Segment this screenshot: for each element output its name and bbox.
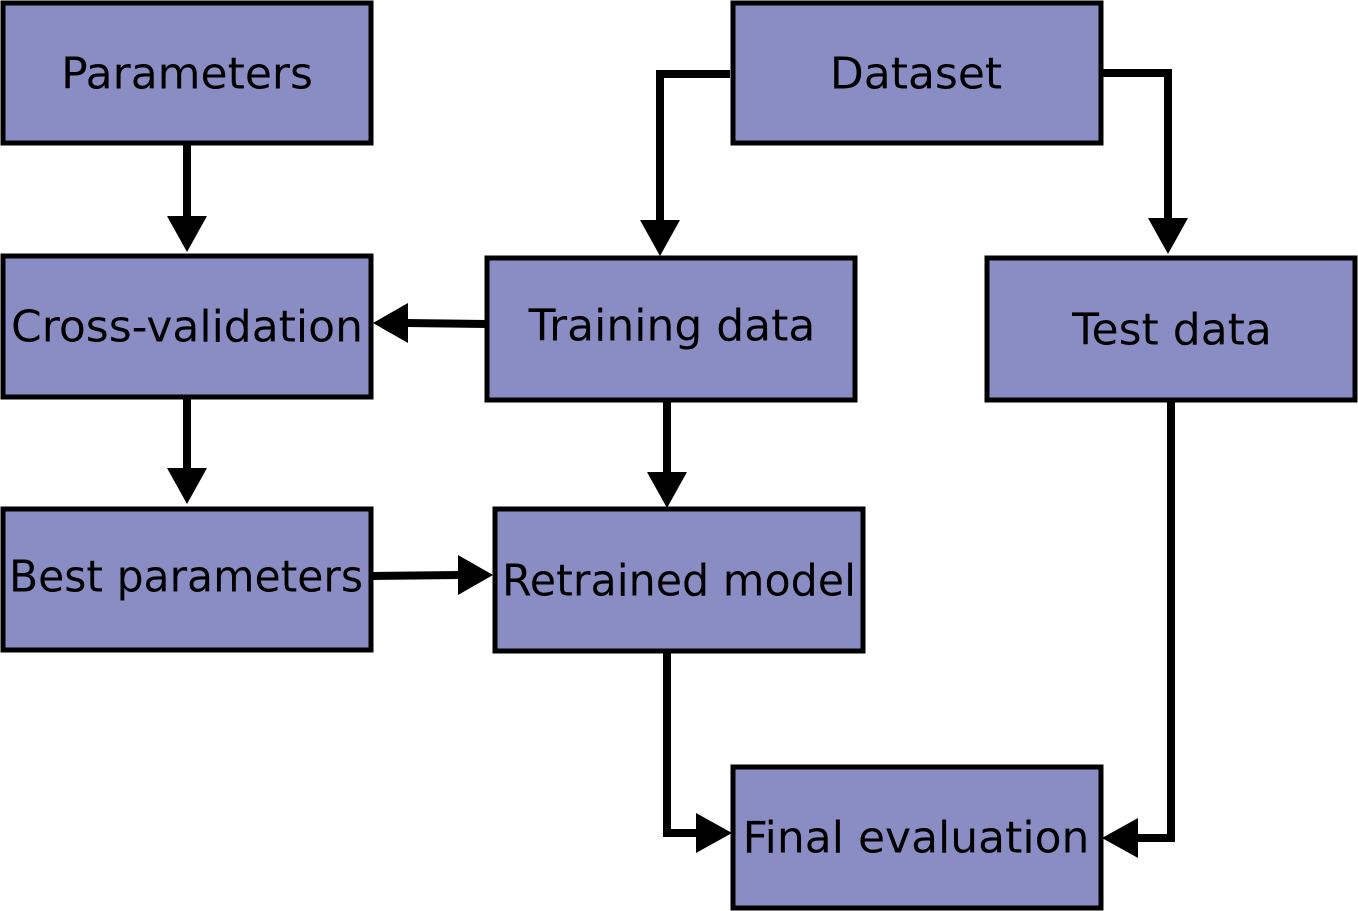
node-test-data-label: Test data — [1071, 305, 1272, 356]
edge-parameters-to-cross-validation — [167, 143, 207, 252]
node-training-data-label: Training data — [528, 301, 816, 352]
edge-training-data-to-cross-validation — [373, 303, 488, 343]
node-test-data: Test data — [984, 255, 1358, 403]
node-final-evaluation: Final evaluation — [730, 764, 1104, 911]
node-cross-validation: Cross-validation — [0, 253, 374, 400]
node-final-evaluation-box — [730, 764, 1104, 911]
node-parameters-label: Parameters — [61, 49, 313, 100]
edge-dataset-to-training-data — [640, 70, 730, 256]
node-dataset-box — [730, 0, 1104, 146]
node-cross-validation-label: Cross-validation — [11, 302, 363, 353]
node-best-parameters-box — [0, 506, 374, 653]
edge-best-parameters-to-retrained-model — [371, 555, 493, 595]
node-training-data-box — [484, 255, 858, 403]
node-cross-validation-box — [0, 253, 374, 400]
edge-cross-validation-to-best-parameters — [167, 397, 207, 504]
node-dataset-label: Dataset — [830, 49, 1002, 100]
edge-training-data-to-retrained-model — [647, 400, 687, 508]
edge-test-data-to-final-evaluation — [1102, 400, 1175, 858]
node-retrained-model-label: Retrained model — [502, 556, 856, 607]
node-parameters: Parameters — [0, 0, 374, 146]
node-dataset: Dataset — [730, 0, 1104, 146]
node-final-evaluation-label: Final evaluation — [743, 813, 1090, 864]
edge-dataset-to-test-data — [1101, 69, 1188, 254]
node-test-data-box — [984, 255, 1358, 403]
node-training-data: Training data — [484, 255, 858, 403]
edge-retrained-model-to-final-evaluation — [663, 651, 732, 853]
node-retrained-model-box — [492, 506, 866, 654]
node-retrained-model: Retrained model — [492, 506, 866, 654]
node-parameters-box — [0, 0, 374, 146]
node-best-parameters: Best parameters — [0, 506, 374, 653]
node-best-parameters-label: Best parameters — [9, 552, 363, 603]
